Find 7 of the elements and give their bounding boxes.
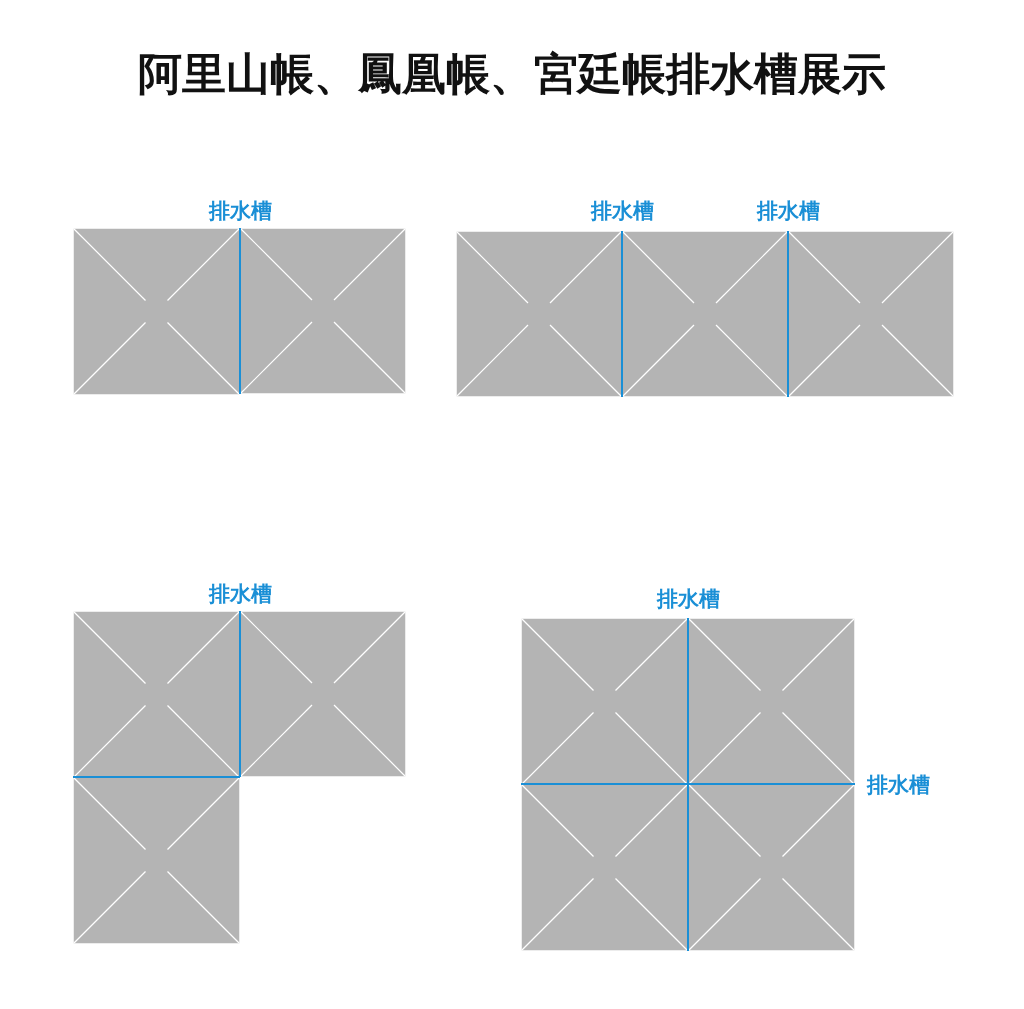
- gutter-label: 排水槽: [208, 200, 272, 224]
- title: 阿里山帳、鳳凰帳、宮廷帳排水槽展示: [138, 50, 886, 99]
- gutter-label: 排水槽: [208, 583, 272, 607]
- gutter-label: 排水槽: [866, 774, 930, 798]
- gutter-label: 排水槽: [590, 200, 654, 224]
- gutter-label: 排水槽: [756, 200, 820, 224]
- gutter-label: 排水槽: [656, 588, 720, 612]
